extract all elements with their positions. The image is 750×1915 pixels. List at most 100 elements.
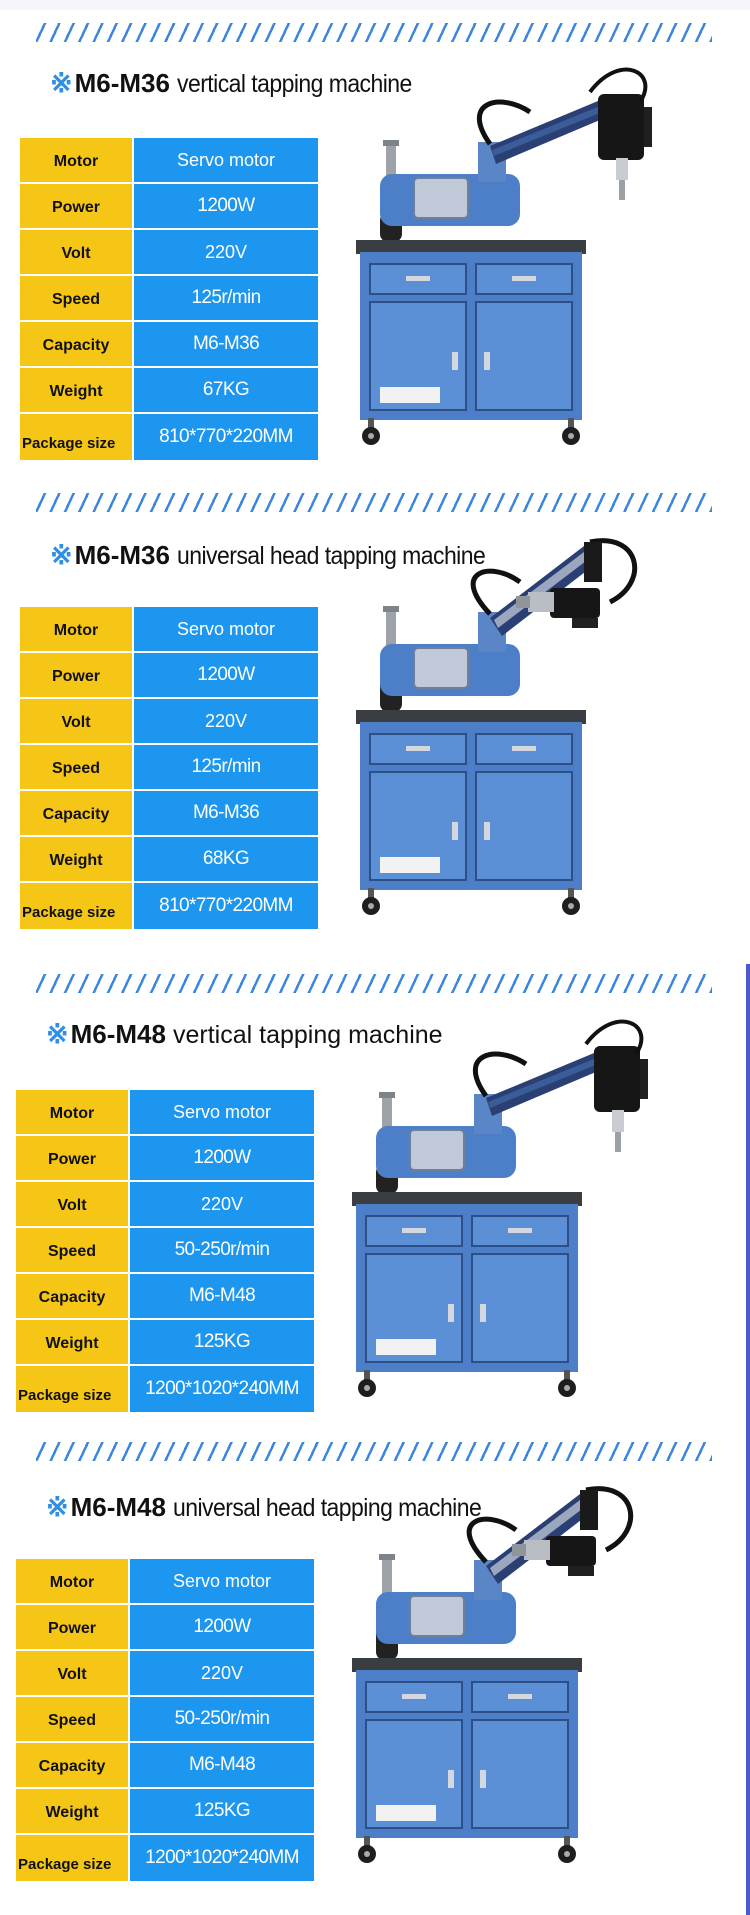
motor-head xyxy=(550,588,600,618)
spec-value: 220V xyxy=(130,1182,314,1226)
spec-value: 50-250r/min xyxy=(130,1228,314,1272)
spec-value: 220V xyxy=(134,230,318,274)
door xyxy=(475,301,573,411)
spec-value: Servo motor xyxy=(134,607,318,651)
universal-head-tapping-machine-image xyxy=(356,538,638,915)
display-panel xyxy=(413,177,469,219)
spec-value: 50-250r/min xyxy=(130,1697,314,1741)
nameplate xyxy=(380,387,440,403)
spec-key: Motor xyxy=(16,1559,128,1603)
slash-divider xyxy=(36,974,712,993)
spec-key: Package size xyxy=(20,414,132,460)
spec-value: M6-M48 xyxy=(130,1743,314,1787)
slash-divider xyxy=(36,493,712,512)
spec-value: M6-M48 xyxy=(130,1274,314,1318)
spec-key: Motor xyxy=(20,607,132,651)
vertical-tapping-machine-image xyxy=(352,1019,648,1397)
spec-key: Weight xyxy=(20,368,132,412)
spec-value: 1200W xyxy=(134,184,318,228)
slash-divider xyxy=(36,1442,712,1461)
spec-value: 125KG xyxy=(130,1789,314,1833)
spec-key: Motor xyxy=(16,1090,128,1134)
spec-key: Volt xyxy=(16,1651,128,1695)
spec-value: 1200W xyxy=(130,1136,314,1180)
product-name: vertical tapping machine xyxy=(172,1021,443,1049)
reference-mark-icon: ※ xyxy=(50,68,73,98)
spec-value: Servo motor xyxy=(130,1559,314,1603)
spec-key: Speed xyxy=(20,745,132,789)
spec-key: Speed xyxy=(20,276,132,320)
cable xyxy=(476,99,532,146)
spec-value: M6-M36 xyxy=(134,791,318,835)
product-name: universal head tapping machine xyxy=(176,542,486,570)
spec-value: 1200W xyxy=(134,653,318,697)
spec-key: Capacity xyxy=(16,1274,128,1318)
slash-divider xyxy=(36,23,712,42)
product-model: M6-M36 xyxy=(74,68,170,98)
spec-key: Speed xyxy=(16,1228,128,1272)
top-strip xyxy=(0,0,750,10)
universal-head-tapping-machine-image xyxy=(352,1486,634,1863)
spec-value: M6-M36 xyxy=(134,322,318,366)
vertical-tapping-machine-image xyxy=(356,67,652,445)
spec-value: 220V xyxy=(130,1651,314,1695)
spec-value: 1200*1020*240MM xyxy=(130,1366,314,1412)
spec-key: Power xyxy=(16,1605,128,1649)
spec-key: Weight xyxy=(20,837,132,881)
reference-mark-icon: ※ xyxy=(46,1492,69,1522)
spec-key: Motor xyxy=(20,138,132,182)
product-model: M6-M48 xyxy=(70,1492,166,1522)
spec-value: Servo motor xyxy=(134,138,318,182)
top-slab xyxy=(356,240,586,254)
spec-key: Volt xyxy=(20,230,132,274)
spec-key: Power xyxy=(20,184,132,228)
spec-key: Package size xyxy=(20,883,132,929)
spec-value: 220V xyxy=(134,699,318,743)
motor-head xyxy=(598,94,644,160)
right-edge-bar xyxy=(746,964,750,1915)
spec-key: Power xyxy=(20,653,132,697)
spec-key: Speed xyxy=(16,1697,128,1741)
spec-key: Capacity xyxy=(16,1743,128,1787)
spec-key: Weight xyxy=(16,1789,128,1833)
product-model: M6-M36 xyxy=(74,540,170,570)
spec-key: Capacity xyxy=(20,791,132,835)
spec-value: 810*770*220MM xyxy=(134,414,318,460)
spec-value: 125r/min xyxy=(134,276,318,320)
spec-key: Weight xyxy=(16,1320,128,1364)
spec-value: 1200W xyxy=(130,1605,314,1649)
